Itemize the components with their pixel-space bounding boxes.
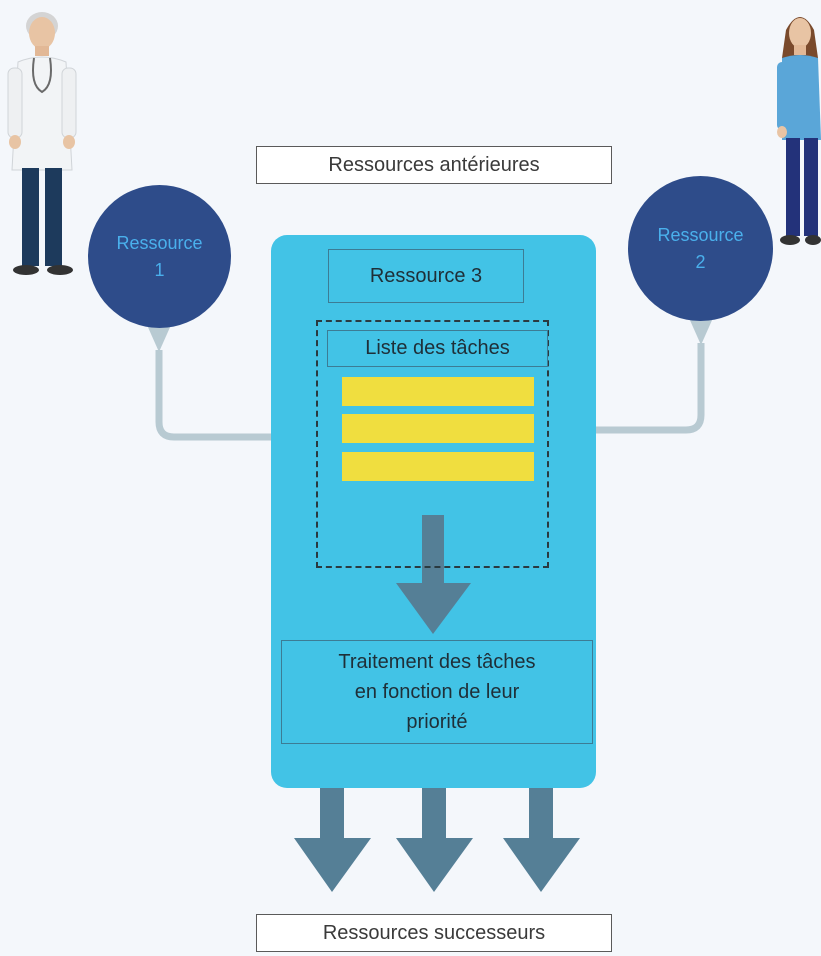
task-bar-3 (342, 452, 534, 481)
processing-box: Traitement des tâches en fonction de leu… (281, 640, 593, 744)
previous-resources-label: Ressources antérieures (256, 146, 612, 184)
resource-2-circle: Ressource 2 (628, 176, 773, 321)
resource-1-circle: Ressource 1 (88, 185, 231, 328)
successor-resources-label: Ressources successeurs (256, 914, 612, 952)
task-list-title: Liste des tâches (365, 337, 510, 359)
resource-1-line1: Ressource (116, 233, 203, 254)
resource-3-text: Ressource 3 (369, 264, 483, 287)
resource-2-line1: Ressource (657, 225, 744, 246)
previous-resources-text: Ressources antérieures (328, 153, 540, 176)
task-list-container (316, 320, 549, 568)
task-bar-1 (342, 377, 534, 406)
processing-line2: en fonction de leur (354, 681, 520, 703)
processing-line3: priorité (406, 711, 468, 733)
processing-line1: Traitement des tâches (338, 651, 536, 673)
task-list-title-box: Liste des tâches (327, 330, 548, 367)
resource-1-line2: 1 (154, 259, 165, 280)
resource-3-box: Ressource 3 (328, 249, 524, 303)
resource-2-line2: 2 (695, 251, 706, 272)
task-bar-2 (342, 414, 534, 443)
successor-resources-text: Ressources successeurs (322, 921, 546, 944)
